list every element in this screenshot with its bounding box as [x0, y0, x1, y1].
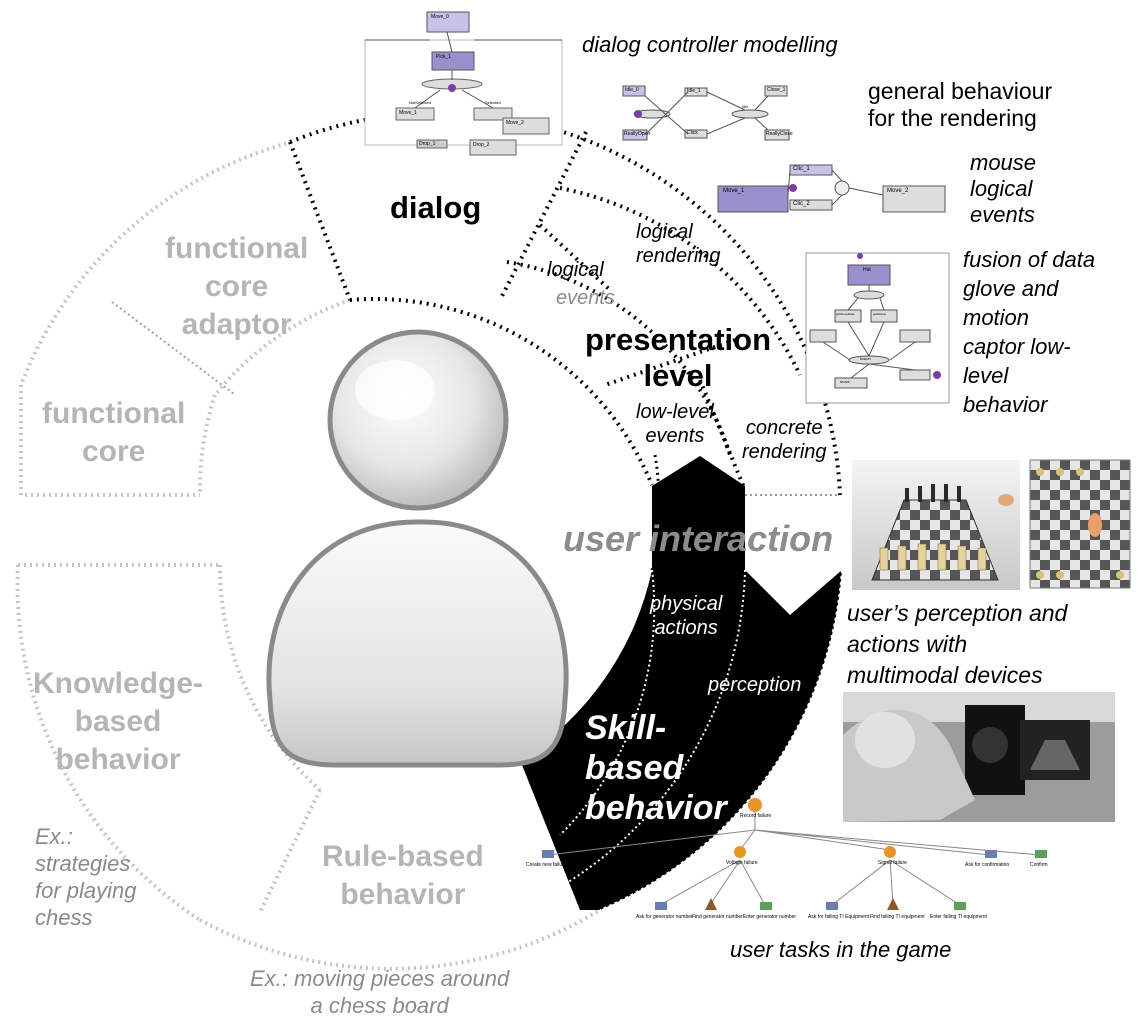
node-label: Drop_2 — [473, 142, 490, 148]
node-label: ReallyClose — [766, 131, 793, 137]
annotation-ex-strategies: Ex.: strategies for playing chess — [35, 824, 137, 930]
chess-3d-photo — [852, 460, 1020, 590]
node-label: Close_1 — [767, 87, 786, 93]
inner-ring — [197, 298, 351, 913]
dialog-sector-lines — [288, 110, 842, 496]
task-label: Confirm — [1030, 862, 1048, 868]
annotation-dialog-controller: dialog controller modelling — [582, 32, 838, 57]
node-label: Clic_2 — [793, 201, 810, 207]
node-label: getMotion — [873, 312, 887, 316]
node-label: Click — [687, 130, 698, 136]
presentation-inner-arc — [506, 260, 732, 456]
inner-black-arc — [349, 297, 654, 486]
avatar-head — [327, 329, 509, 511]
task-label: Create new failure — [526, 862, 567, 868]
adaptor-divider — [111, 301, 235, 395]
node-label: ReallyOpen — [624, 131, 651, 137]
node-label: Move_2 — [506, 120, 524, 126]
ring-functional-core-box — [19, 385, 200, 497]
node-label: fusion — [860, 356, 871, 361]
concrete-divider — [698, 379, 747, 491]
low-level-arrow — [652, 456, 745, 570]
ring-arc-rule — [199, 908, 602, 971]
arc-label-concrete-rendering: concrete rendering — [742, 417, 827, 463]
sector-label-knowledge-based: Knowledge- based behavior — [33, 667, 203, 776]
node-label: Drop_1 — [419, 141, 436, 147]
annotation-general-behaviour: general behaviour for the rendering — [868, 78, 1053, 131]
label-user-interaction: user interaction — [563, 518, 834, 559]
arc-label-logical-rendering: logical rendering — [636, 221, 721, 267]
sector-label-dialog: dialog — [390, 190, 482, 225]
avatar-body — [266, 519, 569, 768]
task-label: Voltage failure — [726, 860, 758, 866]
node-label: getGloveData — [836, 312, 855, 316]
petri-net-top — [364, 11, 563, 156]
ring-arc-functional-core-adaptor — [19, 140, 293, 386]
task-label: Ask for failing TI Equipment — [808, 914, 870, 920]
node-label: Move_1 — [723, 188, 745, 194]
outer-ring — [15, 140, 602, 971]
inner-arc-knowledge — [217, 564, 322, 792]
node-label: Selected — [485, 100, 501, 105]
node-label: NotSelected — [409, 100, 431, 105]
sector-label-presentation-level: presentation level — [585, 322, 772, 393]
logical-divider-b — [604, 338, 736, 387]
task-label: Record failure — [740, 813, 772, 819]
sector-label-functional-core: functional core — [42, 397, 186, 468]
arc-label-events: events — [556, 287, 615, 309]
sector-label-rule-based: Rule-based behavior — [322, 840, 484, 911]
node-label: Move_0 — [431, 14, 449, 20]
chess-2d-photo — [1029, 459, 1131, 589]
node-label: Move_2 — [887, 188, 909, 194]
node-label: Idle — [742, 104, 749, 109]
skill-outer-edge — [599, 569, 843, 911]
annotation-mouse-events: mouse logical events — [970, 150, 1037, 227]
node-label: Clic_1 — [793, 166, 810, 172]
task-label: Find generator number — [692, 914, 743, 920]
annotation-ex-moving: Ex.: moving pieces around a chess board — [250, 966, 510, 1018]
sector-label-skill-based: Skill- based behavior — [585, 709, 727, 827]
inner-arc-adaptor — [213, 298, 351, 397]
rule-divider — [258, 789, 322, 913]
task-label: Signal failure — [878, 860, 907, 866]
arc-label-logical: logical — [547, 259, 604, 281]
node-label: Idle_1 — [687, 88, 701, 94]
logical-rendering-arc — [559, 186, 802, 376]
node-label: Pick_1 — [436, 54, 452, 60]
inner-arc-core — [197, 394, 217, 496]
user-avatar — [266, 329, 569, 768]
arc-label-low-level-events: low-level events — [636, 401, 714, 447]
task-label: Ask for generator number — [636, 914, 693, 920]
petri-net-rendering — [622, 85, 790, 141]
logical-divider-a — [538, 223, 612, 292]
task-label: Enter generator number — [743, 914, 797, 920]
annotation-user-tasks: user tasks in the game — [730, 937, 952, 962]
annotation-fusion: fusion of data glove and motion captor l… — [963, 247, 1096, 417]
sector-label-functional-core-adaptor: functional core adaptor — [165, 232, 309, 341]
user-at-workstation-photo — [843, 692, 1115, 822]
mouse-events-net — [717, 164, 946, 213]
arc-label-physical-actions: physical actions — [650, 593, 723, 639]
task-label: Find failing TI equipment — [870, 914, 925, 920]
annotation-perception-actions: user’s perception and actions with multi… — [847, 600, 1068, 688]
arc-label-perception: perception — [708, 674, 802, 696]
physical-divider — [559, 569, 656, 836]
task-label: Ask for confirmation — [965, 862, 1010, 868]
task-label: Enter failing TI equipment — [930, 914, 987, 920]
node-label: Hat — [863, 267, 871, 273]
dialog-left-divider — [288, 141, 352, 301]
skill-sector-black — [520, 570, 842, 910]
node-label: move — [840, 379, 850, 384]
node-label: Idle_0 — [625, 87, 639, 93]
task-tree — [542, 798, 1047, 910]
fusion-net — [805, 252, 950, 404]
node-label: Move_1 — [399, 110, 417, 116]
